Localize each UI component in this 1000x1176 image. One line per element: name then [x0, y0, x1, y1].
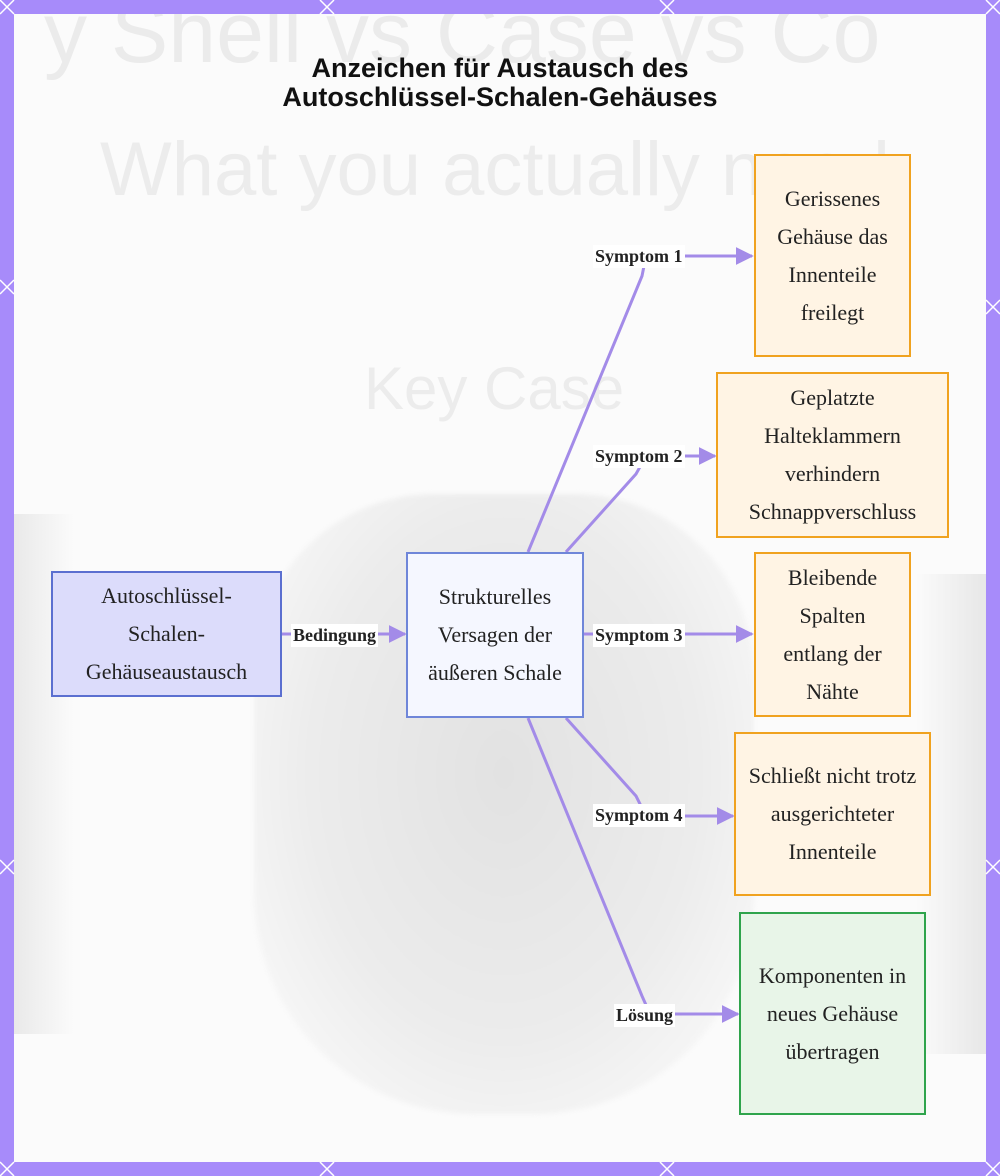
edge-label-symptom-1: Symptom 1: [593, 245, 685, 268]
node-symptom-3: Bleibende Spalten entlang der Nähte: [754, 552, 911, 717]
node-symptom-2: Geplatzte Halteklammern verhindern Schna…: [716, 372, 949, 538]
node-symptom-1: Gerissenes Gehäuse das Innenteile freile…: [754, 154, 911, 357]
node-solution: Komponenten in neues Gehäuse übertragen: [739, 912, 926, 1115]
node-structural-failure: Strukturelles Versagen der äußeren Schal…: [406, 552, 584, 718]
edge-label-symptom-4: Symptom 4: [593, 804, 685, 827]
edge-hub-to-symptom2: [564, 447, 717, 554]
node-key-shell-replacement: Autoschlüssel-Schalen-Gehäuseaustausch: [51, 571, 282, 697]
background-word-3: Key Case: [364, 355, 625, 422]
diagram-title-line-1: Anzeichen für Austausch des: [311, 53, 689, 83]
edge-hub-to-symptom4: [564, 716, 735, 825]
edge-hub-to-solution: [526, 717, 740, 1023]
node-solution-label: Komponenten in neues Gehäuse übertragen: [758, 962, 907, 1064]
node-symptom-2-label: Geplatzte Halteklammern verhindern Schna…: [748, 385, 917, 524]
node-structural-failure-label: Strukturelles Versagen der äußeren Schal…: [428, 584, 562, 685]
node-symptom-4: Schließt nicht trotz ausgerichteter Inne…: [734, 732, 931, 896]
background-word-1: y Shell vs Case vs Co: [44, 14, 881, 81]
edge-label-solution: Lösung: [614, 1004, 676, 1027]
node-symptom-4-label: Schließt nicht trotz ausgerichteter Inne…: [748, 763, 917, 864]
edge-label-symptom-3: Symptom 3: [593, 624, 685, 647]
diagram-title: Anzeichen für Austausch des Autoschlüsse…: [0, 54, 1000, 112]
diagram-title-line-2: Autoschlüssel-Schalen-Gehäuses: [282, 82, 718, 112]
edge-label-condition: Bedingung: [291, 624, 379, 647]
node-key-shell-replacement-label: Autoschlüssel-Schalen-Gehäuseaustausch: [85, 583, 248, 684]
edge-label-symptom-2: Symptom 2: [593, 445, 685, 468]
node-symptom-3-label: Bleibende Spalten entlang der Nähte: [783, 564, 882, 704]
node-symptom-1-label: Gerissenes Gehäuse das Innenteile freile…: [777, 185, 888, 325]
